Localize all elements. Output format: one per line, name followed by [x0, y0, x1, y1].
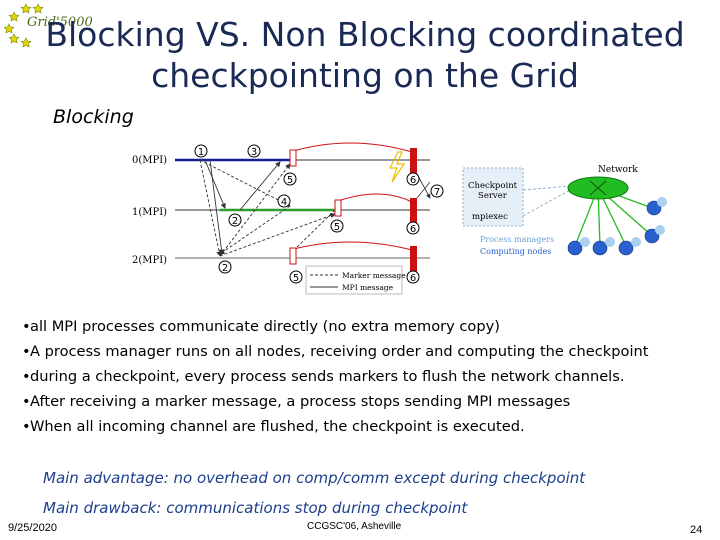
marker-message	[219, 163, 291, 257]
star-icon	[20, 37, 32, 48]
computing-node	[644, 228, 660, 244]
mpiexec-label: mpiexec	[472, 212, 508, 222]
footer-venue: CCGSC'06, Asheville	[307, 521, 402, 532]
mpi-message	[239, 161, 281, 211]
step-number: 6	[410, 273, 416, 284]
step-number: 4	[281, 197, 287, 208]
marker-box	[334, 199, 342, 217]
step-number: 7	[434, 187, 440, 198]
logo-text: Grid'5000	[27, 15, 93, 30]
mpi-message	[209, 159, 225, 255]
section-subtitle: Blocking	[53, 106, 134, 128]
step-number: 6	[410, 175, 416, 186]
marker-message	[199, 159, 222, 257]
step-number: 2	[232, 216, 238, 227]
slide-title: Blocking VS. Non Blocking coordinated ch…	[40, 14, 690, 96]
process-label-0: 0(MPI)	[132, 155, 167, 166]
step-number: 1	[198, 147, 204, 158]
main-drawback: Main drawback: communications stop durin…	[43, 499, 468, 517]
step-number: 3	[251, 147, 257, 158]
computing-node	[592, 240, 608, 256]
computing-node	[618, 240, 634, 256]
star-icon	[32, 3, 44, 14]
step-number: 5	[334, 222, 340, 233]
message-legend: Marker message MPI message	[305, 265, 406, 295]
step-number: 5	[287, 175, 293, 186]
mpi-message	[204, 159, 226, 209]
flush-arc	[289, 241, 413, 251]
flush-arc	[289, 142, 413, 153]
checkpoint-bar	[410, 148, 417, 174]
legend-computing-nodes: Computing nodes	[480, 247, 551, 256]
lightning-icon	[389, 151, 406, 183]
title-line-1: Blocking VS. Non Blocking coordinated	[45, 15, 685, 54]
page-number: 24	[690, 524, 703, 536]
bullet-list: •all MPI processes communicate directly …	[22, 314, 648, 439]
star-icon	[4, 23, 15, 34]
step-number: 6	[410, 224, 416, 235]
title-line-2: checkpointing on the Grid	[151, 56, 579, 95]
legend-marker-label: Marker message	[342, 271, 406, 280]
server-box	[462, 167, 524, 227]
star-icon	[8, 33, 20, 44]
footer-date: 9/25/2020	[8, 522, 57, 534]
marker-message	[289, 209, 336, 255]
process-label-1: 1(MPI)	[132, 207, 167, 218]
marker-message	[219, 205, 291, 255]
legend-process-managers: Process managers	[480, 235, 554, 244]
network-diagram: Network Checkpoint Server mpiexec	[462, 165, 667, 256]
computing-node	[567, 240, 583, 256]
main-advantage: Main advantage: no overhead on comp/comm…	[43, 469, 586, 487]
marker-message	[199, 159, 291, 207]
checkpoint-arrow	[416, 181, 431, 199]
checkpoint-diagram: 0(MPI) 1(MPI) 2(MPI) 1 3 5 6	[132, 142, 667, 295]
step-number: 5	[293, 273, 299, 284]
star-icon	[8, 11, 20, 22]
marker-box	[289, 149, 297, 167]
computing-node	[646, 200, 662, 216]
marker-box	[289, 247, 297, 265]
step-number: 2	[222, 263, 228, 274]
server-label-1: Checkpoint	[468, 181, 518, 191]
bullet-item: •A process manager runs on all nodes, re…	[22, 343, 649, 360]
bullet-item: •all MPI processes communicate directly …	[22, 318, 500, 335]
bullet-item: •during a checkpoint, every process send…	[22, 368, 625, 385]
star-icon	[20, 3, 32, 14]
checkpoint-bar	[410, 246, 417, 272]
checkpoint-bar	[410, 198, 417, 224]
bullet-item: •When all incoming channel are flushed, …	[22, 418, 525, 435]
process-label-2: 2(MPI)	[132, 255, 167, 266]
grid5000-logo	[4, 3, 44, 48]
marker-message	[219, 213, 336, 257]
server-label-2: Server	[478, 191, 508, 201]
network-title: Network	[598, 165, 638, 175]
legend-mpi-label: MPI message	[342, 283, 394, 292]
bullet-item: •After receiving a marker message, a pro…	[22, 393, 571, 410]
flush-arc	[334, 193, 413, 203]
